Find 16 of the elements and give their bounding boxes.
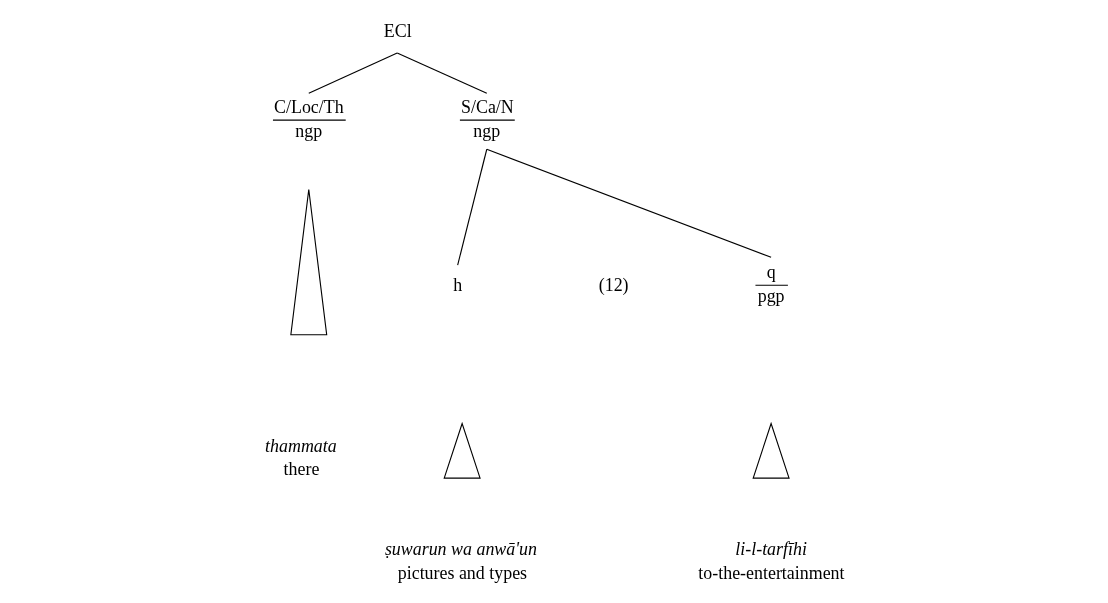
connector — [456, 148, 487, 266]
node-triangle — [442, 421, 481, 479]
node-text: ṣuwarun wa anwā'un pictures and types — [384, 539, 537, 583]
node-triangle — [751, 421, 790, 479]
node-text: S/Ca/N ngp — [460, 97, 514, 141]
node-text: h — [452, 274, 462, 295]
label: (12) — [598, 274, 629, 295]
node-text: thammata there — [264, 435, 337, 480]
node-text: ECl — [383, 21, 412, 42]
node-text: li-l-tarfīhi to-the-entertainment — [697, 539, 845, 583]
connector — [396, 52, 487, 94]
node-text: q pgp — [757, 262, 785, 306]
connector — [485, 148, 772, 258]
connector — [307, 52, 398, 94]
node-triangle — [289, 189, 327, 336]
node-text: C/Loc/Th ngp — [273, 97, 344, 141]
